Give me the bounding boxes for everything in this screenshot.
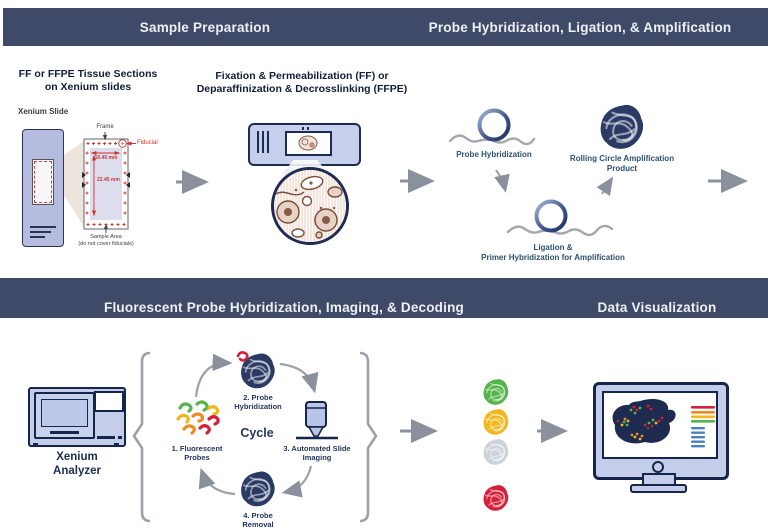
cycle-arrow-4-1 — [198, 467, 236, 496]
header-fluorescent-imaging-decoding: Fluorescent Probe Hybridization, Imaging… — [104, 300, 464, 315]
analyzer-label: Xenium Analyzer — [53, 451, 101, 477]
cycle-arrow-1-2 — [194, 353, 233, 398]
xenium-slide-card: Xenium Slide — [8, 97, 170, 259]
slide-barcode-line — [30, 231, 51, 233]
probe-hyb-ball — [240, 352, 276, 390]
slide-notch — [307, 127, 309, 130]
monitor-power-button — [652, 461, 664, 473]
slide-mark — [257, 131, 259, 153]
cycle-step4-label: 4. Probe Removal — [242, 511, 274, 529]
spatial-plot — [612, 399, 715, 448]
gene-legend-bars — [691, 406, 715, 448]
cycle-step3-label: 3. Automated Slide Imaging — [283, 444, 351, 462]
cycle-arrow-2-3 — [279, 362, 319, 394]
probe-removal-ball — [240, 470, 276, 508]
step-title-tissue-sections: FF or FFPE Tissue Sections on Xenium sli… — [0, 68, 176, 94]
slide-card-title: Xenium Slide — [18, 107, 69, 116]
slide-fiducial-border — [34, 161, 52, 203]
ligation-circle — [534, 199, 568, 233]
top-header-bar — [3, 8, 768, 46]
header-sample-preparation: Sample Preparation — [139, 20, 271, 35]
rna-wave-1 — [448, 134, 536, 146]
red-probe-mark — [236, 351, 249, 362]
monitor-screen — [602, 391, 718, 459]
tissue-magnifier-circle — [271, 167, 349, 245]
mid-header-bar — [0, 278, 768, 318]
cycle-bracket-right — [359, 351, 378, 523]
monitor — [593, 382, 729, 480]
mini-tissue — [298, 135, 318, 151]
curved-arrow-up — [596, 176, 614, 197]
slide-barcode-line — [30, 236, 45, 238]
fiducial-pointer-arrow — [126, 141, 136, 146]
slide-frame-graphic — [64, 132, 136, 233]
slide-notch — [302, 127, 304, 130]
cycle-center-label: Cycle — [240, 426, 274, 440]
analyzer-slot — [97, 436, 115, 439]
fluorescent-probes-cluster — [176, 400, 220, 435]
tissue-sections-line2: on Xenium slides — [44, 81, 132, 93]
slide-mark — [267, 131, 269, 153]
tissue-sections-line1: FF or FFPE Tissue Sections — [18, 68, 158, 80]
cycle-arrow-3-4 — [281, 465, 313, 498]
rca-label: Rolling Circle Amplification Product — [569, 154, 675, 173]
analyzer-foot — [33, 443, 38, 446]
slide-sample-window — [32, 159, 54, 205]
slide-illustration — [22, 129, 64, 247]
dimension-arrows — [90, 150, 121, 217]
cycle-bracket-left — [132, 351, 151, 523]
dim-height-label: 22.45 mm — [97, 177, 120, 183]
gray-probe-ball — [482, 438, 509, 466]
yellow-probe-ball — [482, 408, 509, 436]
curved-arrow-down — [494, 169, 510, 193]
slide-imaging-icon — [296, 401, 338, 440]
red-probe-ball — [482, 484, 509, 512]
slide-mark — [262, 131, 264, 153]
probe-circle — [477, 108, 511, 142]
monitor-base — [630, 484, 687, 493]
cycle-step1-label: 1. Fluorescent Probes — [171, 444, 223, 462]
tissue-slide-illustration — [248, 123, 361, 166]
rna-wave-2 — [506, 224, 614, 237]
analyzer-door — [34, 392, 95, 439]
cycle-step2-label: 2. Probe Hybridization — [234, 393, 282, 411]
fiducial-cross-marks — [85, 142, 127, 226]
analyzer-inner-panel — [41, 399, 88, 427]
frame-clamp-marks — [82, 172, 130, 188]
tissue-histology — [274, 170, 346, 242]
step-title-fixation: Fixation & Permeabilization (FF) or Depa… — [176, 70, 428, 96]
header-data-visualization: Data Visualization — [597, 300, 717, 315]
zoom-cone — [64, 141, 84, 227]
sample-area-label: Sample Area (do not cover fiducials) — [78, 234, 134, 247]
probe-hybridization-label: Probe Hybridization — [456, 150, 532, 159]
analyzer-button — [118, 435, 122, 439]
frame-label: Frame — [96, 124, 114, 130]
fiducial-label: Fiducial — [137, 140, 158, 146]
analyzer-handle — [50, 431, 79, 434]
slide-tissue-window — [285, 131, 332, 156]
analyzer-foot — [114, 443, 119, 446]
green-probe-ball — [482, 378, 509, 406]
slide-barcode-line — [30, 226, 56, 228]
analyzer-screen — [94, 391, 124, 412]
annotation-arrows — [102, 132, 109, 233]
rca-product-ball — [599, 103, 645, 150]
ligation-label: Ligation & Primer Hybridization for Ampl… — [481, 243, 625, 262]
transcript-dot-clusters — [616, 404, 664, 441]
header-probe-hyb-ligation-amp: Probe Hybridization, Ligation, & Amplifi… — [428, 20, 732, 35]
xenium-analyzer-instrument — [28, 387, 126, 447]
fixation-line2: Deparaffinization & Decrosslinking (FFPE… — [196, 83, 408, 95]
fixation-line1: Fixation & Permeabilization (FF) or — [215, 70, 389, 82]
dim-width-label: 10.45 mm — [94, 154, 118, 161]
